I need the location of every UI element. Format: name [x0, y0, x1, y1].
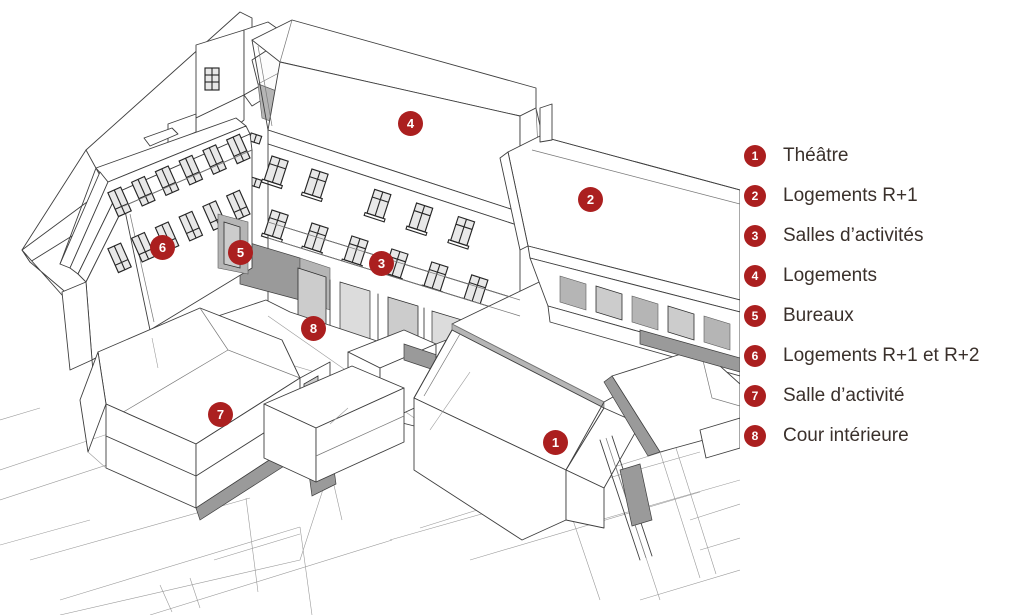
east-residential-roof — [499, 103, 740, 313]
legend-badge-4: 4 — [744, 265, 766, 287]
diagram-marker-4[interactable]: 4 — [398, 111, 423, 136]
diagram-marker-5[interactable]: 5 — [228, 240, 253, 265]
east-wing-lower — [529, 257, 740, 457]
axonometric-linework: .ln { fill:none; stroke:#3f3f3f; stroke-… — [0, 11, 740, 615]
legend-item-1[interactable]: 1 Théâtre — [744, 136, 1024, 176]
legend-label-1: Théâtre — [783, 145, 849, 166]
legend-item-3[interactable]: 3 Salles d’activités — [744, 216, 1024, 256]
legend-badge-3: 3 — [744, 225, 766, 247]
legend-badge-6: 6 — [744, 345, 766, 367]
legend-item-7[interactable]: 7 Salle d’activité — [744, 376, 1024, 416]
east-boundary-structures — [599, 417, 740, 579]
legend-badge-7: 7 — [744, 385, 766, 407]
legend-badge-5: 5 — [744, 305, 766, 327]
legend-badge-1: 1 — [744, 145, 766, 167]
legend-label-6: Logements R+1 et R+2 — [783, 345, 980, 366]
legend-list: 1 Théâtre 2 Logements R+1 3 Salles d’act… — [744, 136, 1024, 456]
legend-label-3: Salles d’activités — [783, 225, 924, 246]
legend-item-6[interactable]: 6 Logements R+1 et R+2 — [744, 336, 1024, 376]
building-axonometric-drawing: .ln { fill:none; stroke:#3f3f3f; stroke-… — [0, 11, 740, 615]
legend-label-5: Bureaux — [783, 305, 854, 326]
diagram-marker-2[interactable]: 2 — [578, 187, 603, 212]
diagram-marker-7[interactable]: 7 — [208, 402, 233, 427]
detail-linework — [87, 149, 605, 469]
legend-label-7: Salle d’activité — [783, 385, 905, 406]
legend-label-4: Logements — [783, 265, 878, 286]
legend-item-4[interactable]: 4 Logements — [744, 256, 1024, 296]
diagram-marker-3[interactable]: 3 — [369, 251, 394, 276]
legend-badge-8: 8 — [744, 425, 766, 447]
legend-label-2: Logements R+1 — [783, 185, 918, 206]
diagram-marker-6[interactable]: 6 — [150, 235, 175, 260]
legend-badge-2: 2 — [744, 185, 766, 207]
legend-item-2[interactable]: 2 Logements R+1 — [744, 176, 1024, 216]
legend-label-8: Cour intérieure — [783, 425, 909, 446]
legend-item-8[interactable]: 8 Cour intérieure — [744, 416, 1024, 456]
diagram-marker-1[interactable]: 1 — [543, 430, 568, 455]
legend-item-5[interactable]: 5 Bureaux — [744, 296, 1024, 336]
diagram-marker-8[interactable]: 8 — [301, 316, 326, 341]
